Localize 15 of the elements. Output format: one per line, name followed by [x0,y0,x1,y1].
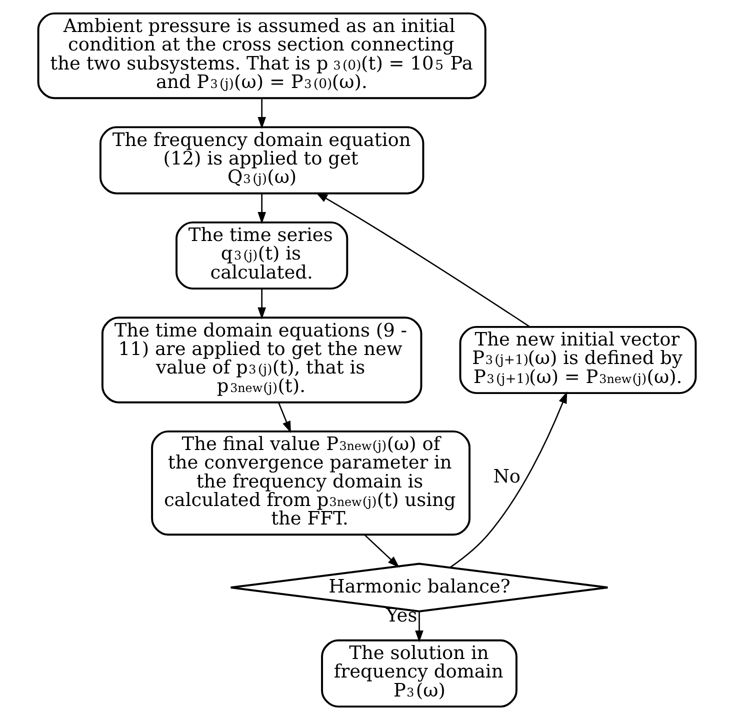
node-box: The frequency domain equation (12) is applied to get Q3(j)(ω) [99,126,424,194]
node-box: The new initial vector P3(j+1)(ω) is defined by P3(j+1)(ω) = P3new(j)(ω). [459,326,697,394]
node-box: The solution in frequency domain P3(ω) [321,639,518,708]
arrow [278,402,292,434]
arrow [316,192,530,328]
node-box: The final value P3new(j)(ω) of the convergence parameter in the frequency domain is calculated from p3new(j)(t) using the FFT. [151,430,470,536]
arrow [258,289,266,320]
arrow [450,391,568,568]
node-box: The time domain equations (9 - 11) are applied to get the new value of p3(j)(t), that is p3new(j)(t). [101,316,422,404]
arrow [415,612,424,642]
arrow [364,534,400,568]
node-box: The time series q3(j)(t) is calculated. [176,221,348,290]
edge-label: No [493,466,521,488]
arrow [258,193,266,224]
arrow [258,98,266,129]
